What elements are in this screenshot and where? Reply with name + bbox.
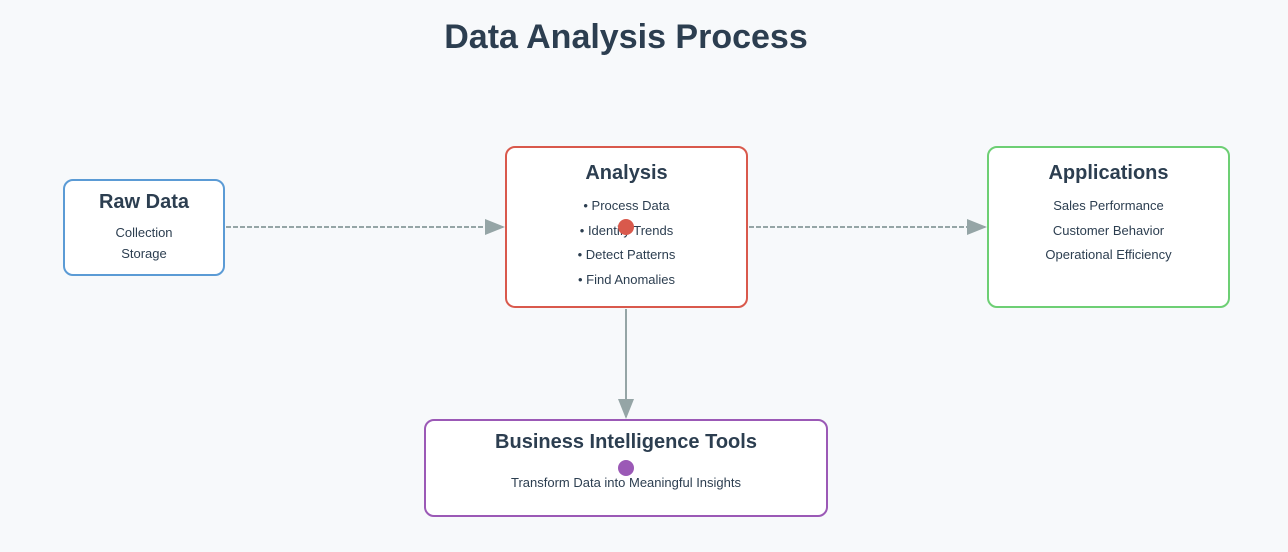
node-line: Sales Performance — [1053, 198, 1164, 213]
bi-marker-dot — [618, 460, 634, 476]
node-line: Collection — [115, 225, 173, 240]
node-title: Business Intelligence Tools — [495, 431, 757, 453]
node-title: Analysis — [585, 162, 668, 184]
node-analysis: Analysis • Process Data • Identify Trend… — [505, 146, 748, 308]
node-line: • Find Anomalies — [577, 271, 676, 287]
node-line: Storage — [121, 246, 167, 261]
analysis-marker-dot — [618, 219, 634, 235]
node-raw-data: Raw Data Collection Storage — [63, 179, 225, 276]
node-line: Operational Efficiency — [1045, 247, 1172, 262]
node-title: Raw Data — [98, 191, 190, 213]
node-line: Transform Data into Meaningful Insights — [510, 475, 741, 490]
node-title: Applications — [1048, 162, 1169, 184]
node-applications: Applications Sales Performance Customer … — [987, 146, 1230, 308]
diagram-title: Data Analysis Process — [444, 18, 808, 56]
node-line: Customer Behavior — [1052, 222, 1165, 238]
node-line: • Process Data — [583, 198, 670, 213]
node-line: • Detect Patterns — [577, 247, 676, 262]
